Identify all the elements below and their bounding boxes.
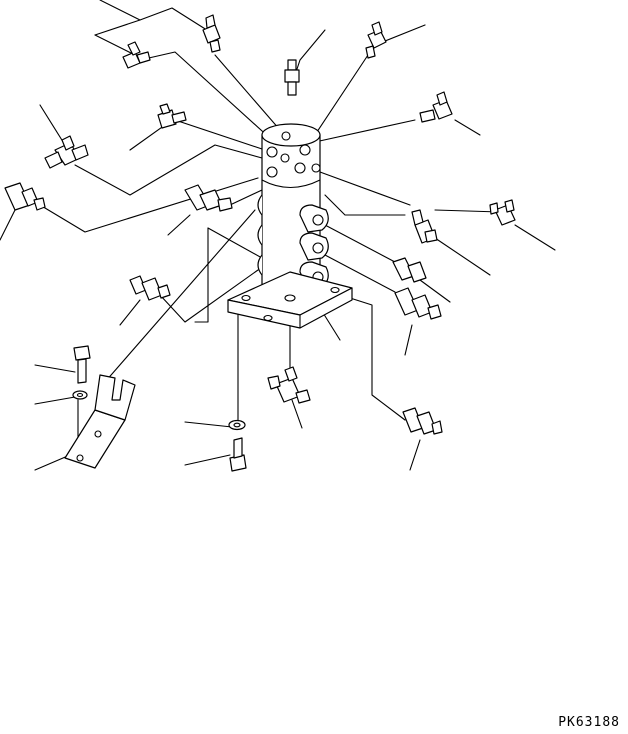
straight-fitting-mid-left — [185, 185, 232, 211]
drawing-code: PK63188 — [558, 715, 620, 730]
elbow-fitting-top-left — [123, 42, 150, 68]
straight-fitting-lower-left — [130, 276, 170, 300]
fittings — [5, 15, 515, 434]
elbow-fitting-far-right — [490, 200, 515, 225]
straight-fitting-right-a — [393, 258, 426, 282]
elbow-fitting-right-upper — [420, 92, 452, 122]
bolt-left — [74, 346, 90, 383]
swivel-joint — [228, 124, 352, 328]
fasteners — [73, 346, 246, 471]
elbow-fitting-right-mid — [412, 210, 437, 243]
elbow-fitting-top-center — [203, 15, 220, 52]
tee-fitting-bottom — [268, 367, 310, 403]
straight-fitting-top — [285, 60, 299, 95]
straight-fitting-far-left — [5, 183, 45, 210]
straight-fitting-bottom-right — [403, 408, 442, 434]
tee-fitting-left — [45, 136, 88, 168]
bracket — [65, 375, 135, 468]
elbow-fitting-top-right — [366, 22, 386, 58]
straight-fitting-right-b — [395, 288, 441, 319]
elbow-fitting-left-upper — [158, 104, 186, 128]
bolt-bottom — [230, 438, 246, 471]
